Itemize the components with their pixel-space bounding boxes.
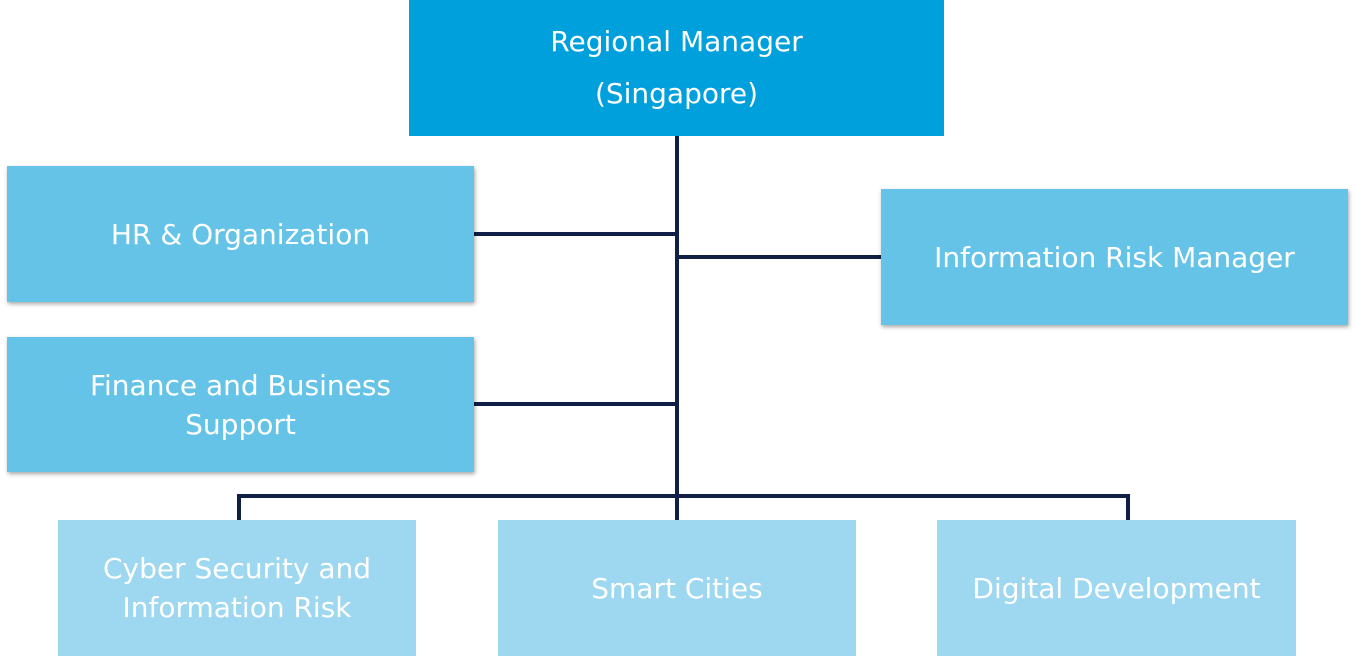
smart-cities-box: Smart Cities bbox=[498, 520, 856, 656]
cyber-security-label-line2: Information Risk bbox=[122, 591, 352, 624]
digital-development-box: Digital Development bbox=[937, 520, 1296, 656]
cyber-security-box: Cyber Security and Information Risk bbox=[58, 520, 416, 656]
information-risk-manager-box: Information Risk Manager bbox=[881, 189, 1348, 325]
smart-cities-label: Smart Cities bbox=[591, 571, 763, 605]
digital-development-label: Digital Development bbox=[972, 571, 1261, 605]
finance-label-line2: Support bbox=[185, 407, 296, 441]
regional-manager-title: Regional Manager bbox=[550, 25, 803, 58]
hr-organization-box: HR & Organization bbox=[7, 166, 474, 302]
finance-business-support-box: Finance and Business Support bbox=[7, 337, 474, 472]
cyber-security-label-line1: Cyber Security and bbox=[102, 552, 372, 585]
finance-label-line1: Finance and Business bbox=[89, 368, 392, 402]
information-risk-manager-label: Information Risk Manager bbox=[934, 240, 1295, 274]
hr-organization-label: HR & Organization bbox=[110, 217, 371, 251]
regional-manager-location: (Singapore) bbox=[594, 77, 759, 110]
regional-manager-box: Regional Manager (Singapore) bbox=[409, 0, 944, 136]
